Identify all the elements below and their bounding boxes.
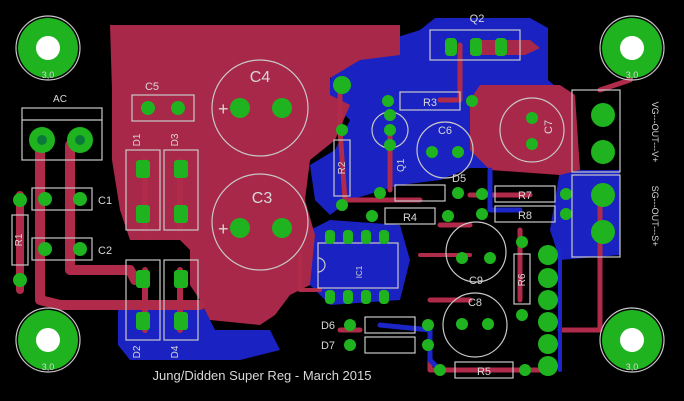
svg-text:+: + — [218, 219, 229, 239]
hole-label-bl: 3,0 — [42, 362, 55, 372]
resistor-r4: R4 — [366, 207, 454, 225]
diode-d7: D7 — [321, 336, 434, 354]
r8-label: R8 — [518, 210, 532, 222]
capacitor-c1: C1 — [31, 187, 112, 211]
resistor-r5: R5 — [434, 361, 531, 379]
capacitor-c3: C3 + — [211, 173, 309, 271]
svg-text:+: + — [218, 99, 229, 119]
ac-terminal: AC — [21, 94, 103, 161]
capacitor-c5: C5 — [131, 81, 195, 122]
c8-label: C8 — [468, 297, 482, 309]
c1-label: C1 — [98, 195, 112, 207]
c9-label: C9 — [469, 275, 483, 287]
diode-d1: D1 — [125, 133, 161, 231]
resistor-r2: R2 — [333, 76, 351, 211]
d7-label: D7 — [321, 340, 335, 352]
ic1-label: IC1 — [355, 265, 364, 278]
d1-label: D1 — [132, 133, 143, 146]
c7-label: C7 — [543, 120, 555, 134]
diode-d2: D2 — [125, 259, 161, 358]
resistor-r3: R3 — [382, 91, 478, 111]
r5-label: R5 — [477, 366, 491, 378]
d3-label: D3 — [170, 133, 181, 146]
ic-ic1: IC1 — [317, 230, 399, 304]
transistor-q2: Q2 — [429, 13, 521, 61]
top-copper-layer — [110, 25, 580, 325]
r3-label: R3 — [423, 97, 437, 109]
d6-label: D6 — [321, 320, 335, 332]
diode-d6: D6 — [321, 316, 434, 334]
board-title: Jung/Didden Super Reg - March 2015 — [153, 368, 372, 383]
diode-d5: D5 — [374, 173, 466, 202]
c2-label: C2 — [98, 245, 112, 257]
d5-label: D5 — [452, 173, 466, 185]
r2-label: R2 — [337, 161, 348, 174]
r6-label: R6 — [517, 273, 528, 286]
diode-d4: D4 — [163, 259, 199, 358]
resistor-r6: R6 — [513, 236, 531, 321]
r7-label: R7 — [518, 190, 532, 202]
capacitor-c9: C9 — [445, 221, 507, 287]
mounting-hole-top-right: 3,0 — [599, 15, 665, 81]
capacitor-c7: C7 — [499, 97, 565, 163]
r1-label: R1 — [14, 233, 25, 246]
pin-column — [538, 245, 558, 376]
mounting-hole-bottom-left: 3,0 — [15, 307, 81, 373]
output-terminal-upper: VG---OUT---V+ — [571, 89, 660, 173]
c3-label: C3 — [252, 190, 273, 207]
c6-label: C6 — [438, 125, 452, 137]
silkscreen: 3,0 3,0 3,0 3,0 AC — [11, 13, 665, 379]
mounting-hole-top-left: 3,0 — [15, 15, 81, 81]
c4-label: C4 — [250, 69, 271, 86]
capacitor-c4: C4 + — [211, 59, 309, 157]
resistor-r1: R1 — [11, 193, 29, 287]
q2-label: Q2 — [470, 13, 485, 25]
diode-d3: D3 — [163, 133, 199, 231]
q1-label: Q1 — [396, 158, 407, 172]
output-terminal-lower: SG---OUT---S+ — [571, 174, 660, 258]
hole-label-tl: 3,0 — [42, 70, 55, 80]
vg-out-label: VG---OUT---V+ — [650, 102, 660, 163]
hole-label-br: 3,0 — [626, 362, 639, 372]
d2-label: D2 — [132, 345, 143, 358]
mounting-hole-bottom-right: 3,0 — [599, 307, 665, 373]
transistor-q1: Q1 — [371, 109, 409, 172]
capacitor-c6: C6 — [416, 121, 474, 179]
c5-label: C5 — [145, 81, 159, 93]
resistor-r8: R8 — [476, 205, 572, 223]
resistor-r7: R7 — [476, 185, 572, 203]
capacitor-c2: C2 — [31, 237, 112, 261]
d4-label: D4 — [170, 345, 181, 358]
r4-label: R4 — [403, 212, 417, 224]
hole-label-tr: 3,0 — [626, 70, 639, 80]
sg-out-label: SG---OUT---S+ — [650, 186, 660, 247]
ac-label: AC — [53, 94, 67, 105]
capacitor-c8: C8 — [442, 292, 508, 358]
